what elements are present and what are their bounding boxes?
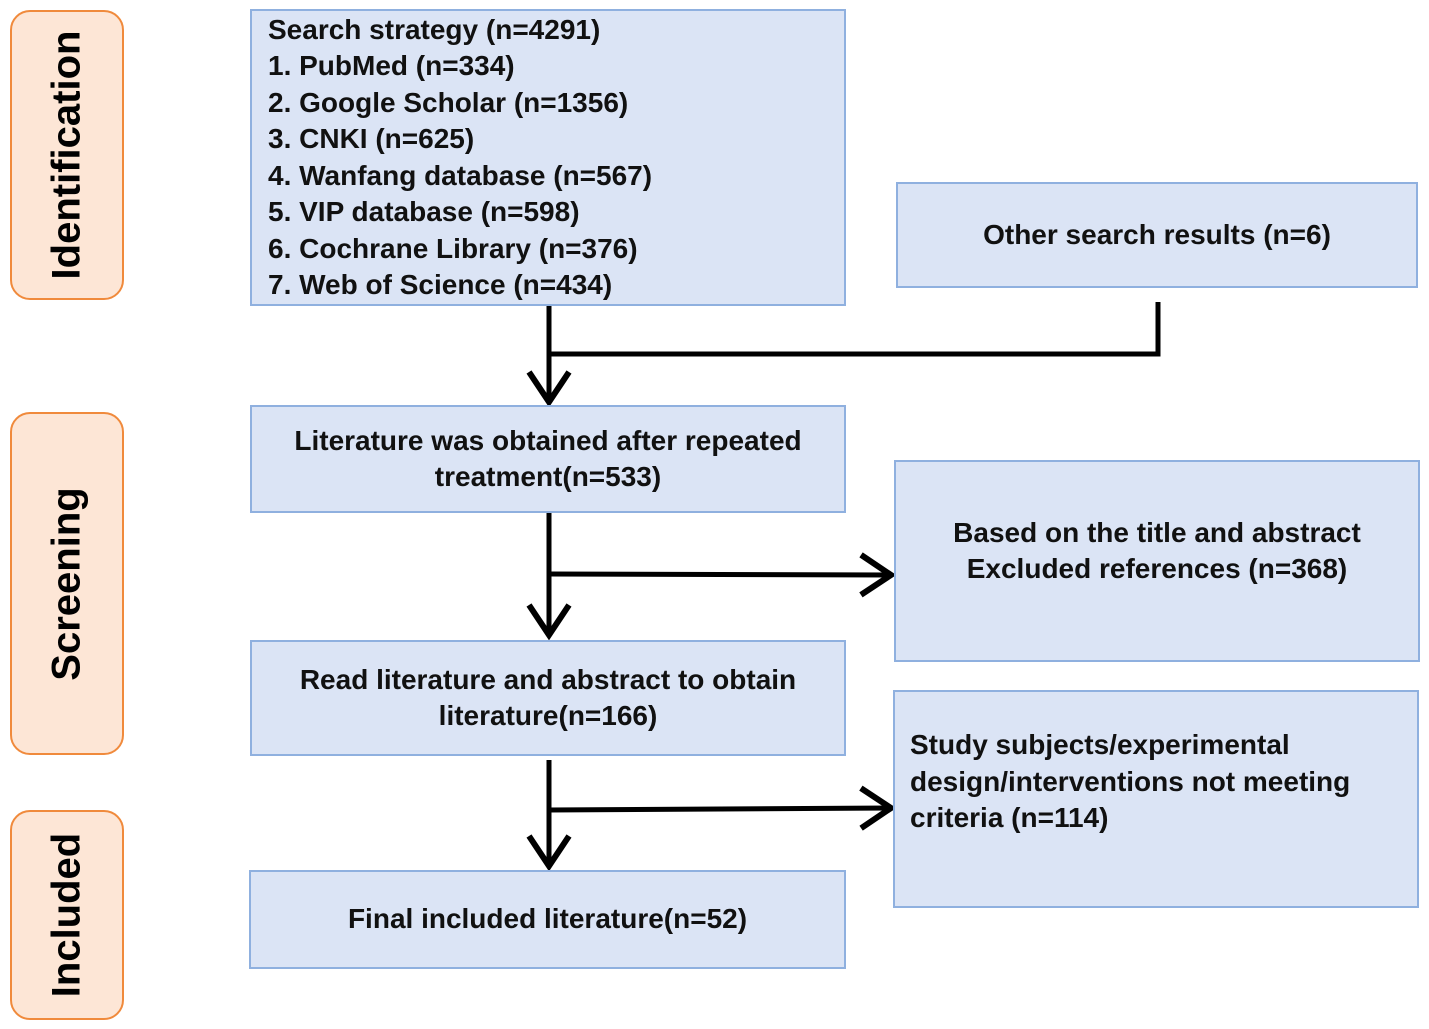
connector-excluded-criteria	[548, 785, 897, 831]
read-literature-line1: Read literature and abstract to obtain	[299, 663, 797, 695]
excluded-criteria-line1: Study subjects/experimental	[910, 729, 1290, 761]
excluded-title-line2: Excluded references (n=368)	[966, 553, 1348, 584]
final-included-text: Final included literature(n=52)	[347, 903, 748, 935]
connector-other-merge	[549, 302, 1161, 357]
other-results-box: Other search results (n=6)	[896, 182, 1418, 288]
search-strategy-box: Search strategy (n=4291) 1. PubMed (n=33…	[250, 9, 846, 306]
after-dedup-box: Literature was obtained after repeated t…	[250, 405, 846, 513]
source-google-scholar: 2. Google Scholar (n=1356)	[268, 86, 629, 118]
final-included-box: Final included literature(n=52)	[249, 870, 846, 969]
source-pubmed: 1. PubMed (n=334)	[268, 50, 515, 81]
after-dedup-line2: treatment(n=533)	[434, 461, 662, 492]
other-results-text: Other search results (n=6)	[983, 218, 1331, 250]
read-literature-box: Read literature and abstract to obtain l…	[250, 640, 846, 756]
excluded-criteria-box: Study subjects/experimental design/inter…	[893, 690, 1419, 908]
connector-excluded-title	[548, 552, 897, 598]
stage-screening: Screening	[10, 412, 124, 755]
source-cnki: 3. CNKI (n=625)	[268, 123, 475, 154]
source-cochrane: 6. Cochrane Library (n=376)	[268, 232, 638, 264]
source-vip: 5. VIP database (n=598)	[268, 196, 580, 227]
search-strategy-title: Search strategy (n=4291)	[268, 13, 601, 45]
excluded-criteria-line3: criteria (n=114)	[910, 802, 1109, 834]
source-web-of-science: 7. Web of Science (n=434)	[268, 269, 613, 300]
after-dedup-line1: Literature was obtained after repeated	[294, 424, 802, 456]
read-literature-line2: literature(n=166)	[438, 700, 658, 731]
stage-identification: Identification	[10, 10, 124, 300]
excluded-criteria-line2: design/interventions not meeting	[910, 765, 1351, 797]
source-wanfang: 4. Wanfang database (n=567)	[268, 159, 653, 191]
excluded-title-abstract-box: Based on the title and abstract Excluded…	[894, 460, 1420, 662]
excluded-title-line1: Based on the title and abstract	[953, 516, 1361, 548]
stage-included: Included	[10, 810, 124, 1020]
